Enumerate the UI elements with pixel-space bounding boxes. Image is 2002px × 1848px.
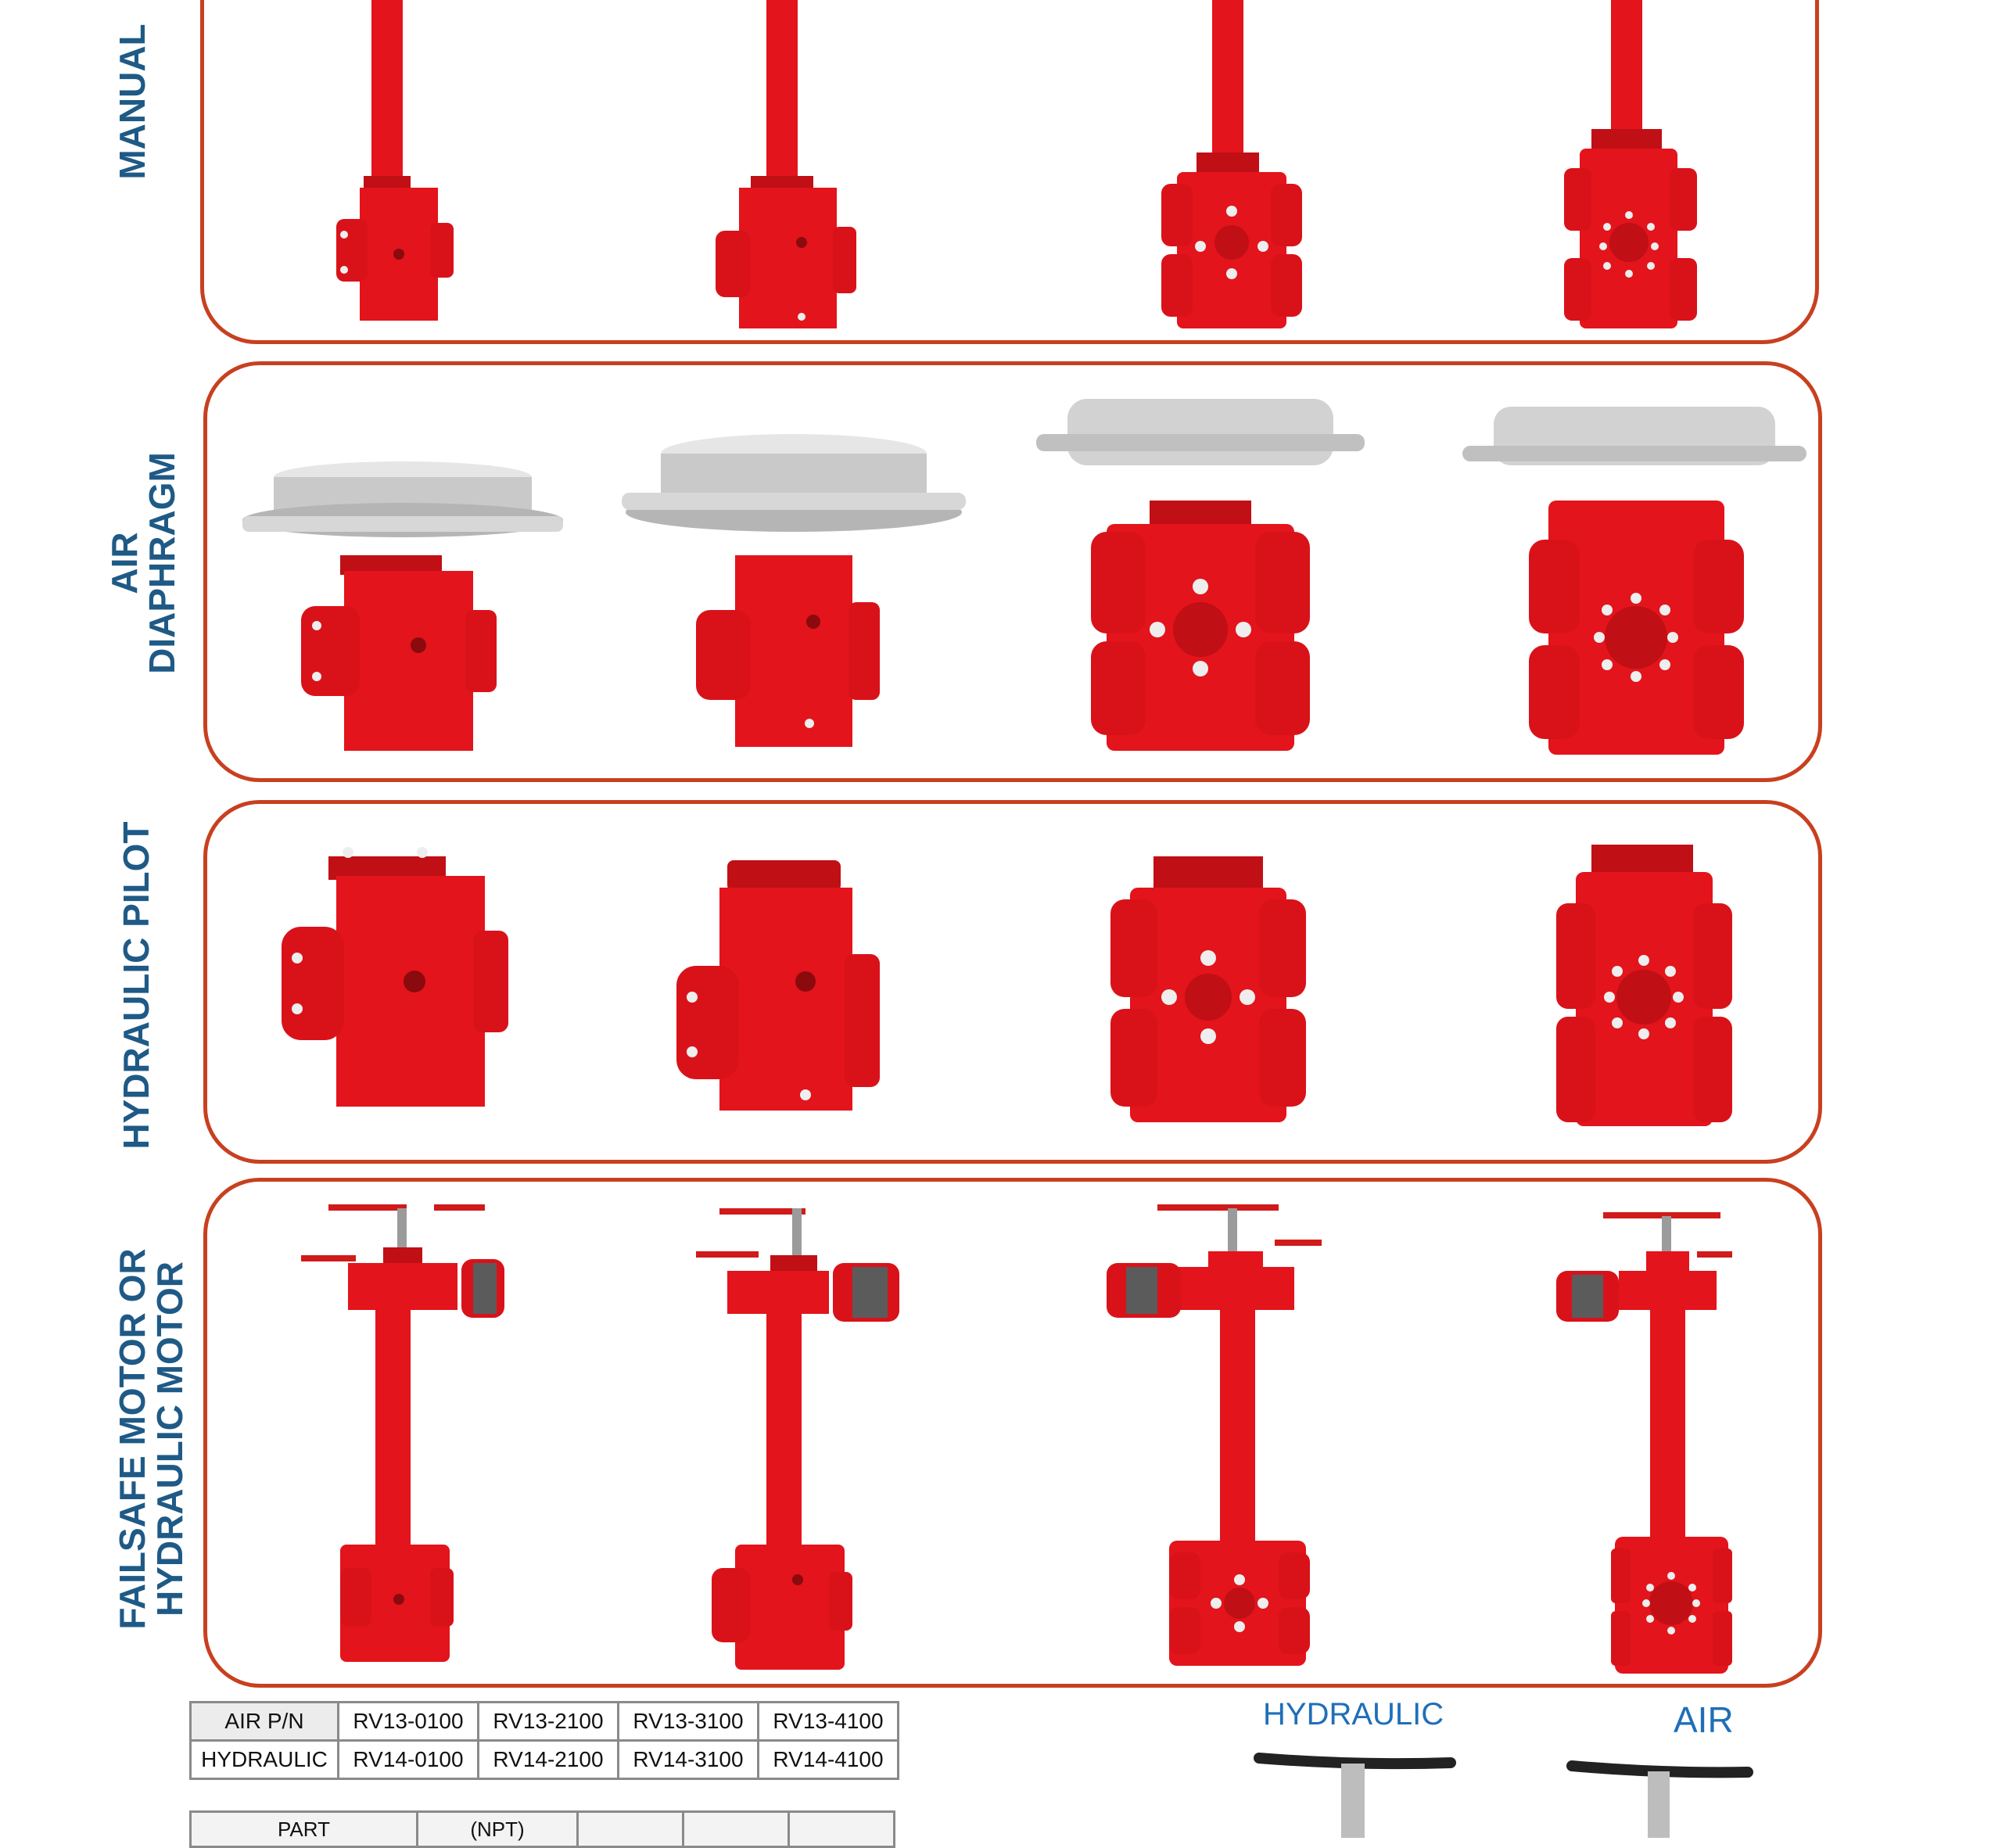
valve-illustration	[1161, 0, 1302, 328]
table-cell: RV13-3100	[617, 1701, 759, 1742]
valve-illustration	[696, 1208, 899, 1670]
table-row: AIR P/N RV13-0100 RV13-2100 RV13-3100 RV…	[189, 1701, 899, 1742]
hydraulic-pilot-valve-3	[1099, 849, 1318, 1130]
valve-illustration	[676, 860, 880, 1111]
table-cell: RV13-0100	[337, 1701, 479, 1742]
table-cell: RV14-0100	[337, 1739, 479, 1780]
row-header-hydraulic: HYDRAULIC	[189, 1739, 339, 1780]
table-row: HYDRAULIC RV14-0100 RV14-2100 RV14-3100 …	[189, 1739, 899, 1780]
row-label-line: HYDRAULIC MOTOR	[149, 1261, 191, 1617]
failsafe-valve-4	[1552, 1208, 1748, 1678]
valve-illustration	[1462, 407, 1806, 755]
hydraulic-pilot-valve-2	[669, 849, 911, 1122]
table-cell: RV13-4100	[757, 1701, 899, 1742]
valve-illustration	[282, 847, 508, 1107]
row-header-air: AIR P/N	[189, 1701, 339, 1742]
failsafe-valve-3	[1103, 1200, 1329, 1670]
air-diaphragm-valve-3	[1032, 391, 1369, 759]
table-cell: RV14-3100	[617, 1739, 759, 1780]
valve-illustration	[1036, 399, 1365, 751]
table-header-cell	[682, 1810, 790, 1848]
table-header-cell	[576, 1810, 684, 1848]
table-cell: RV14-2100	[477, 1739, 619, 1780]
air-diaphragm-valve-2	[618, 422, 970, 751]
row-label-failsafe-motor: FAILSAFE MOTOR OR HYDRAULIC MOTOR	[112, 1236, 199, 1642]
t-handle-illustration	[1566, 1760, 1753, 1838]
t-handle-illustration	[1254, 1753, 1456, 1838]
hydraulic-pilot-valve-1	[274, 841, 516, 1114]
failsafe-valve-2	[692, 1200, 927, 1670]
air-diaphragm-valve-1	[239, 438, 567, 759]
row-label-air-diaphragm: AIR DIAPHRAGM	[104, 438, 192, 688]
row-label-line: HYDRAULIC PILOT	[116, 821, 156, 1150]
valve-illustration	[1556, 845, 1732, 1126]
valve-illustration	[301, 1204, 504, 1662]
hydraulic-handle-label: HYDRAULIC	[1263, 1697, 1444, 1731]
failsafe-motor-panel	[203, 1178, 1822, 1688]
manual-valve-1	[321, 0, 477, 328]
hydraulic-pilot-panel	[203, 800, 1822, 1164]
part-number-table: AIR P/N RV13-0100 RV13-2100 RV13-3100 RV…	[189, 1701, 899, 1780]
hydraulic-pilot-valve-4	[1548, 837, 1736, 1134]
valve-illustration	[1564, 0, 1697, 328]
valve-illustration	[1556, 1212, 1732, 1674]
row-label-line: MANUAL	[112, 23, 152, 180]
table-cell: RV14-4100	[757, 1739, 899, 1780]
valve-illustration	[1110, 856, 1306, 1122]
failsafe-valve-1	[297, 1200, 547, 1670]
manual-panel	[200, 0, 1819, 344]
part-spec-table: PART (NPT)	[189, 1810, 895, 1848]
table-row: PART (NPT)	[189, 1810, 895, 1848]
valve-illustration	[242, 461, 563, 751]
valve-illustration	[1107, 1204, 1322, 1666]
air-t-handle-icon	[1566, 1760, 1756, 1838]
row-label-hydraulic-pilot: HYDRAULIC PILOT	[116, 813, 164, 1157]
hydraulic-t-handle-icon	[1254, 1752, 1458, 1838]
valve-illustration	[622, 434, 966, 747]
air-diaphragm-panel	[203, 361, 1822, 782]
manual-valve-2	[704, 0, 876, 336]
air-handle-label: AIR	[1674, 1699, 1734, 1740]
valve-illustration	[716, 0, 856, 328]
manual-valve-3	[1157, 0, 1314, 336]
row-label-line: AIR	[104, 532, 145, 594]
row-label-line: FAILSAFE MOTOR OR	[112, 1248, 152, 1630]
valve-illustration	[336, 0, 454, 321]
manual-valve-4	[1560, 0, 1701, 336]
table-header-cell: (NPT)	[416, 1810, 579, 1848]
row-label-line: DIAPHRAGM	[142, 452, 183, 674]
table-header-cell: PART	[189, 1810, 418, 1848]
air-diaphragm-valve-4	[1458, 403, 1810, 763]
table-header-cell	[788, 1810, 895, 1848]
row-label-manual: MANUAL	[112, 20, 160, 184]
table-cell: RV13-2100	[477, 1701, 619, 1742]
